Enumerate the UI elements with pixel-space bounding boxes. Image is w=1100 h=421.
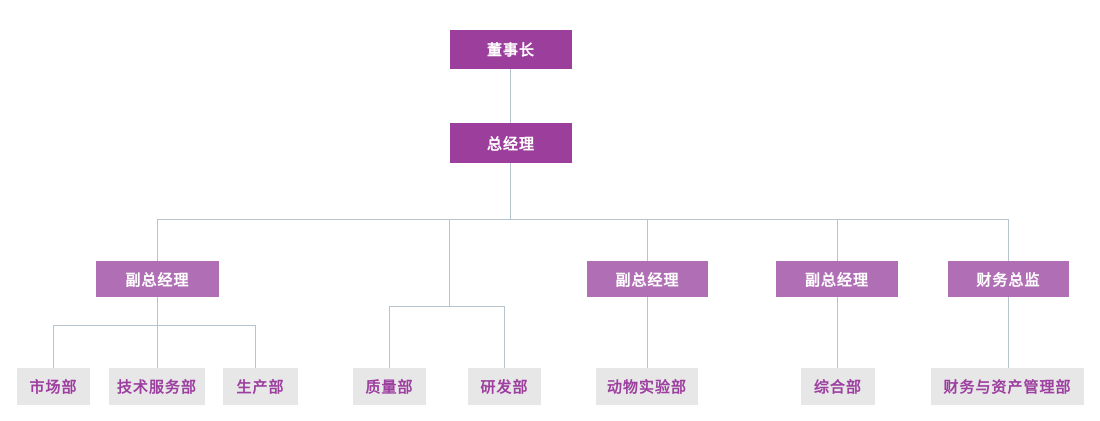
org-node-rd-dept: 研发部	[468, 368, 541, 405]
connector-branch3-stem	[647, 297, 648, 368]
connector-production-drop	[255, 325, 256, 368]
connector-branch4-drop	[837, 219, 838, 261]
org-node-general-affairs-dept: 综合部	[801, 368, 875, 405]
org-node-chairman: 董事长	[450, 30, 572, 69]
org-node-deputy-general-manager-1: 副总经理	[96, 261, 219, 297]
org-node-deputy-general-manager-2: 副总经理	[587, 261, 708, 297]
connector-branch5-drop	[1008, 219, 1009, 261]
org-node-deputy-general-manager-3: 副总经理	[776, 261, 898, 297]
connector-branch4-stem	[837, 297, 838, 368]
connector-main-horizontal	[157, 219, 1008, 220]
connector-quality-drop	[389, 306, 390, 368]
org-node-finance-asset-management-dept: 财务与资产管理部	[931, 368, 1084, 405]
connector-branch1-horizontal	[53, 325, 255, 326]
org-node-finance-director: 财务总监	[948, 261, 1069, 297]
connector-branch3-drop	[647, 219, 648, 261]
connector-marketing-drop	[53, 325, 54, 368]
connector-branch2-drop	[449, 219, 450, 306]
org-node-production-dept: 生产部	[223, 368, 298, 405]
connector-rd-drop	[504, 306, 505, 368]
org-node-quality-dept: 质量部	[353, 368, 426, 405]
org-node-technical-service-dept: 技术服务部	[109, 368, 205, 405]
org-node-marketing-dept: 市场部	[17, 368, 90, 405]
connector-branch1-drop	[157, 219, 158, 261]
connector-gm-drop	[510, 163, 511, 219]
connector-chairman-to-gm	[510, 69, 511, 123]
connector-branch5-stem	[1008, 297, 1009, 368]
org-node-animal-testing-dept: 动物实验部	[596, 368, 698, 405]
org-node-general-manager: 总经理	[450, 123, 572, 163]
connector-branch2-horizontal	[389, 306, 505, 307]
connector-branch1-stem	[157, 297, 158, 368]
